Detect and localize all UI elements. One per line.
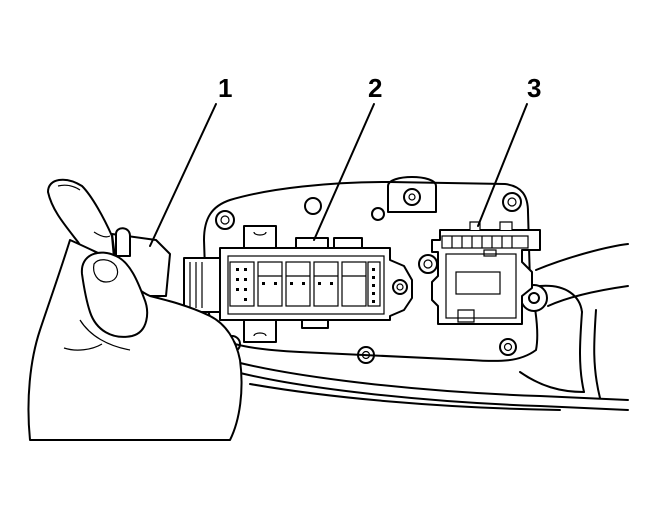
control-module: [418, 221, 541, 325]
callout-3: 3: [527, 73, 541, 103]
leader-line-1: [149, 103, 217, 247]
callouts: 1 2 3: [218, 73, 541, 103]
leader-lines: [149, 103, 528, 247]
hand-with-component: [27, 178, 243, 441]
callout-2: 2: [368, 73, 382, 103]
leader-line-2: [313, 103, 375, 241]
callout-1: 1: [218, 73, 232, 103]
relay-block: [183, 225, 413, 343]
leader-line-3: [477, 103, 528, 227]
